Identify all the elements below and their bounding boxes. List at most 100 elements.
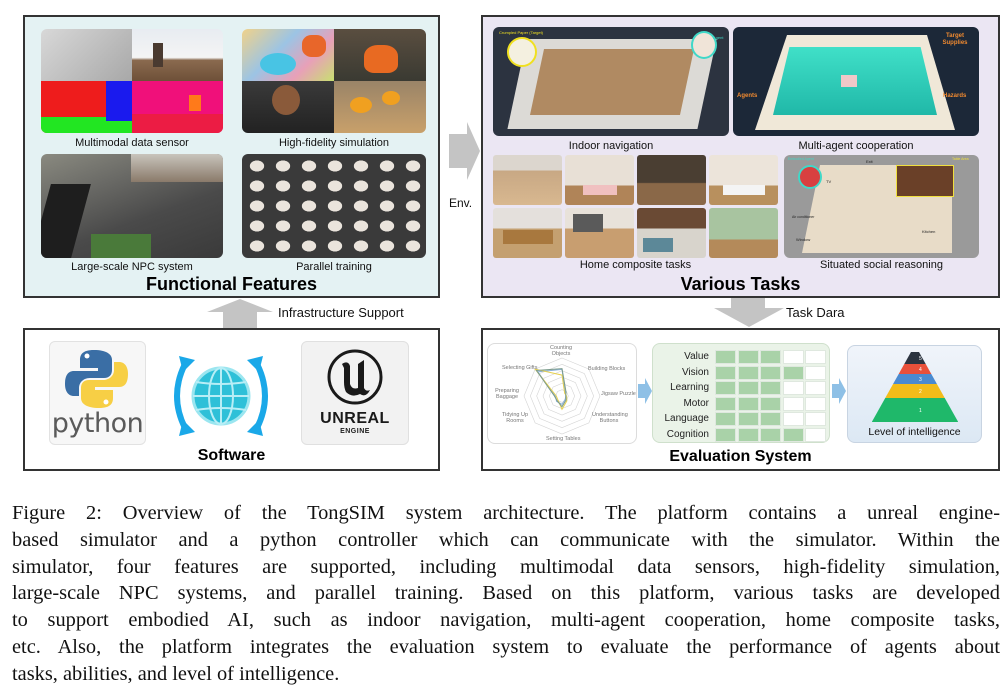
radar-grid-ring: [555, 389, 569, 403]
pyramid-level-number: 1: [919, 408, 922, 414]
ability-cell-filled: [715, 350, 736, 364]
ability-cell-filled: [760, 396, 781, 411]
radar-grid-ring: [542, 376, 582, 416]
ability-cell-filled: [760, 427, 781, 442]
ability-cell-empty: [782, 381, 804, 395]
radar-grid-ring: [536, 370, 588, 422]
caption-line: Figure 2: Overview of the TongSIM system…: [12, 502, 1000, 524]
ability-label: Learning: [670, 382, 709, 393]
ability-cell-filled: [782, 365, 804, 380]
caption-line: large-scale NPC systems, and parallel tr…: [12, 582, 1000, 605]
home-task-image: [493, 208, 562, 258]
radar-label-tidying-up-rooms: Tidying Up Rooms: [501, 412, 529, 424]
ability-cell-filled: [760, 350, 781, 364]
task-data-label: Task Dara: [786, 305, 845, 320]
embodied-agent-annotation: Embodied Agent: [788, 157, 814, 161]
ability-label: Value: [684, 351, 709, 362]
env-label: Env.: [449, 196, 473, 210]
window-annotation: Window: [796, 237, 811, 242]
target-supplies-annotation: Target Supplies: [942, 33, 968, 46]
pyramid-level-1: [872, 398, 958, 422]
pyramid-level-number: 3: [919, 377, 922, 383]
caption-line: simulator, four features are supported, …: [12, 555, 1000, 578]
ability-cell-filled: [715, 365, 736, 380]
high-fidelity-simulation-label: High-fidelity simulation: [278, 137, 390, 149]
air-conditioner-annotation: Air conditioner: [792, 215, 815, 219]
ability-label: Cognition: [666, 428, 709, 440]
ability-cell-filled: [737, 412, 759, 426]
multi-agent-cooperation-label: Multi-agent cooperation: [798, 140, 914, 152]
pyramid-level-number: 2: [919, 389, 922, 395]
pyramid-level-4: [898, 364, 932, 374]
situated-social-reasoning-image: Embodied Agent Exit TV Table Area Air co…: [784, 155, 979, 258]
pyramid-level-number: 4: [919, 367, 922, 373]
indoor-navigation-image: Crumpled Paper (Target) Agent: [493, 27, 729, 136]
high-fidelity-simulation-image: [242, 29, 426, 133]
functional-features-title: Functional Features: [145, 274, 318, 294]
ability-cell-empty: [805, 412, 826, 426]
pyramid-level-2: [885, 384, 945, 398]
ability-cell-empty: [805, 396, 826, 411]
caption-line: to support embodied AI, such as indoor n…: [12, 609, 1000, 632]
unreal-engine-logo: UNREAL ENGINE: [301, 341, 409, 445]
unreal-u-icon: [327, 349, 383, 405]
software-title: Software: [197, 447, 266, 464]
radar-label-counting-objects: Counting Objects: [549, 345, 573, 357]
ability-cell-empty: [805, 350, 826, 364]
kitchen-annotation: Kitchen: [922, 229, 936, 234]
home-task-image: [709, 208, 778, 258]
ability-cell-filled: [715, 412, 736, 426]
ability-cell-empty: [782, 412, 804, 426]
ability-cell-filled: [737, 381, 759, 395]
env-arrow: [449, 122, 480, 180]
ability-cell-filled: [715, 396, 736, 411]
ability-cell-empty: [805, 427, 826, 442]
ability-cell-filled: [760, 365, 781, 380]
communication-globe-icon: [174, 356, 268, 436]
exit-annotation: Exit: [866, 159, 873, 164]
home-task-image: [565, 155, 634, 205]
agents-annotation: Agents: [737, 93, 758, 99]
indoor-navigation-label: Indoor navigation: [568, 140, 654, 152]
radar-label-jigsaw-puzzle: Jigsaw Puzzle: [601, 391, 636, 397]
ability-cell-empty: [782, 350, 804, 364]
home-task-image: [709, 155, 778, 205]
python-snake-icon: [65, 350, 128, 408]
figure-caption: Figure 2: Overview of the TongSIM system…: [12, 500, 1000, 688]
crumpled-paper-annotation: Crumpled Paper (Target): [499, 30, 544, 35]
ability-cell-filled: [737, 350, 759, 364]
caption-line: etc. Also, the platform integrates the e…: [12, 635, 1000, 658]
radar-label-understanding-buttons: Understanding Buttons: [592, 412, 628, 424]
ability-cell-filled: [782, 427, 804, 442]
evaluation-system-title: Evaluation System: [669, 448, 812, 465]
home-task-image: [565, 208, 634, 258]
abilities-to-level-arrow: [832, 378, 846, 404]
task-radar-chart-box: Counting Objects Building Blocks Jigsaw …: [487, 343, 637, 444]
home-composite-tasks-label: Home composite tasks: [579, 259, 692, 271]
large-scale-npc-image: [41, 154, 223, 258]
radar-series-line: [535, 368, 567, 408]
radar-grid-ring: [523, 357, 601, 435]
pyramid-level-5: [904, 352, 926, 364]
table-area-annotation: Table Area: [952, 157, 969, 161]
home-task-image: [637, 155, 706, 205]
pyramid-level-3: [893, 374, 937, 384]
various-tasks-title: Various Tasks: [680, 274, 801, 294]
ability-cell-filled: [737, 365, 759, 380]
tv-annotation: TV: [826, 179, 832, 184]
ability-label: Motor: [683, 397, 709, 409]
ability-label: Language: [664, 413, 710, 424]
intelligence-pyramid: 1 2 3 4 5: [872, 352, 958, 422]
unreal-wordmark: UNREAL: [320, 410, 390, 427]
multi-agent-cooperation-image: Target Supplies Agents Hazards: [733, 27, 979, 136]
ability-cell-filled: [715, 381, 736, 395]
caption-line: tasks, abilities, and level of intellige…: [12, 662, 340, 685]
pyramid-level-number: 5: [919, 356, 922, 362]
large-scale-npc-label: Large-scale NPC system: [71, 261, 193, 273]
infrastructure-support-arrow: [207, 299, 273, 328]
python-wordmark: python: [51, 408, 144, 439]
agent-annotation: Agent: [713, 35, 724, 40]
ability-cell-filled: [760, 381, 781, 395]
